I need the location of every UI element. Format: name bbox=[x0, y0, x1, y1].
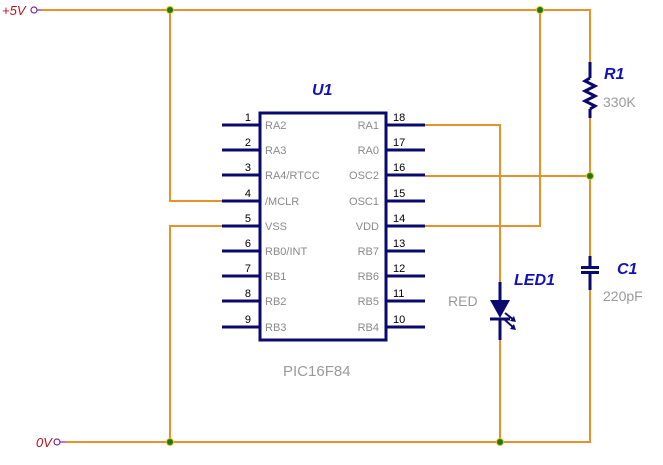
mclr-wire bbox=[169, 10, 222, 202]
resistor-value: 330K bbox=[603, 94, 636, 110]
pin-name: RA3 bbox=[265, 145, 286, 157]
capacitor-plate-top bbox=[581, 266, 599, 269]
vcc-terminal[interactable] bbox=[30, 6, 38, 14]
junction-dot bbox=[166, 438, 174, 446]
pin-name: RB4 bbox=[358, 322, 379, 334]
pin-number: 1 bbox=[245, 112, 251, 124]
pin-number: 13 bbox=[393, 238, 405, 250]
pin-name: VSS bbox=[265, 221, 287, 233]
resistor-zigzag-icon bbox=[581, 76, 599, 111]
capacitor-plate-bottom bbox=[581, 271, 599, 274]
pin-number: 17 bbox=[393, 137, 405, 149]
pin-name: VDD bbox=[356, 221, 379, 233]
ra1-wire bbox=[425, 124, 501, 282]
pin-number: 18 bbox=[393, 112, 405, 124]
vcc-rail-wire bbox=[42, 9, 591, 62]
pin-name: RA1 bbox=[358, 120, 379, 132]
ic-pin-4[interactable]: 4/MCLR bbox=[222, 188, 299, 208]
pin-number: 3 bbox=[245, 162, 251, 174]
pin-name: RB3 bbox=[265, 322, 286, 334]
pin-number: 9 bbox=[245, 314, 251, 326]
vdd-wire bbox=[425, 10, 541, 227]
pin-number: 8 bbox=[245, 288, 251, 300]
pin-number: 5 bbox=[245, 213, 251, 225]
capacitor-c1[interactable] bbox=[581, 256, 599, 290]
ic-ref: U1 bbox=[312, 82, 333, 99]
pin-name: RB7 bbox=[358, 246, 379, 258]
resistor-r1[interactable] bbox=[581, 62, 599, 118]
led-emission-arrowhead-1 bbox=[510, 316, 516, 322]
capacitor-ref: C1 bbox=[617, 261, 638, 278]
pin-name: RB5 bbox=[358, 296, 379, 308]
led-value: RED bbox=[448, 293, 478, 309]
pin-name: RA2 bbox=[265, 120, 286, 132]
pin-number: 2 bbox=[245, 137, 251, 149]
junction-dot bbox=[496, 438, 504, 446]
pin-number: 11 bbox=[393, 288, 404, 300]
pin-number: 12 bbox=[393, 263, 405, 275]
pin-number: 15 bbox=[393, 188, 405, 200]
pin-number: 14 bbox=[393, 213, 405, 225]
led-emission-arrowhead-2 bbox=[510, 324, 516, 330]
gnd-rail-label: 0V bbox=[36, 435, 53, 450]
pin-number: 16 bbox=[393, 162, 405, 174]
capacitor-value: 220pF bbox=[603, 288, 643, 304]
pin-name: /MCLR bbox=[265, 196, 299, 208]
vss-wire bbox=[169, 225, 222, 442]
pin-name: RB6 bbox=[358, 271, 379, 283]
pin-number: 7 bbox=[245, 263, 251, 275]
pin-name: RA4/RTCC bbox=[265, 170, 320, 182]
gnd-terminal[interactable] bbox=[53, 438, 61, 446]
resistor-ref: R1 bbox=[604, 66, 625, 83]
led-led1[interactable] bbox=[490, 282, 516, 340]
pin-number: 10 bbox=[393, 314, 405, 326]
pin-number: 4 bbox=[245, 188, 251, 200]
ic-part-number: PIC16F84 bbox=[283, 363, 351, 380]
pin-number: 6 bbox=[245, 238, 251, 250]
junction-dot bbox=[536, 6, 544, 14]
ic-right-pins: 18RA117RA016OSC215OSC114VDD13RB712RB611R… bbox=[349, 112, 425, 334]
pin-name: OSC2 bbox=[349, 170, 379, 182]
led-diode-icon bbox=[490, 300, 510, 318]
pin-name: RB1 bbox=[265, 271, 286, 283]
junction-dot bbox=[586, 172, 594, 180]
pin-name: RB2 bbox=[265, 296, 286, 308]
junction-dot bbox=[166, 6, 174, 14]
pin-name: RB0/INT bbox=[265, 246, 307, 258]
vcc-rail-label: +5V bbox=[2, 3, 27, 18]
led-ref: LED1 bbox=[514, 272, 555, 289]
pin-name: OSC1 bbox=[349, 196, 379, 208]
pin-name: RA0 bbox=[358, 145, 379, 157]
ic-body bbox=[258, 111, 388, 342]
